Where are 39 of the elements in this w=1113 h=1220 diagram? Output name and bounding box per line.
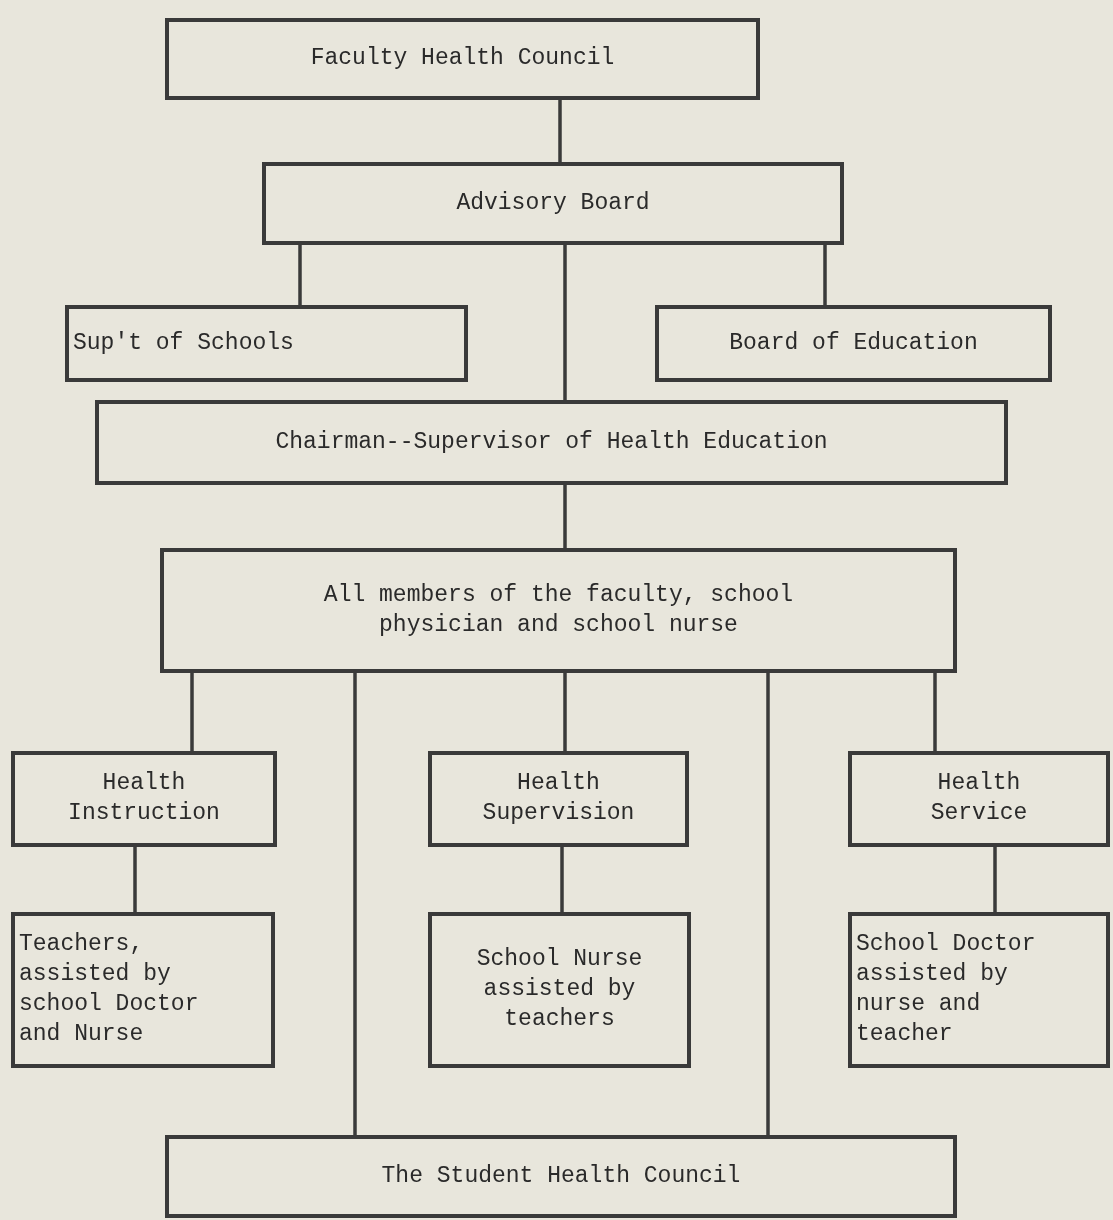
org-box xyxy=(428,751,689,847)
connector-line xyxy=(298,245,302,305)
connector-line xyxy=(133,847,137,912)
org-box xyxy=(262,162,844,245)
connector-line xyxy=(823,245,827,305)
connector-line xyxy=(190,673,194,751)
org-box xyxy=(848,912,1110,1068)
box-label: School Doctor assisted by nurse and teacher xyxy=(856,930,1037,1049)
connector-line xyxy=(563,245,567,400)
box-label: Health Supervision xyxy=(481,769,636,828)
connector-line xyxy=(558,100,562,162)
org-box xyxy=(165,1135,957,1218)
box-label: Teachers, assisted by school Doctor and Nurse xyxy=(19,930,200,1049)
connector-line xyxy=(560,847,564,912)
connector-line xyxy=(993,847,997,912)
box-label: All members of the faculty, school physician and school nurse xyxy=(322,580,795,640)
box-label: Health Service xyxy=(929,769,1029,828)
org-box xyxy=(848,751,1110,847)
box-label: Faculty Health Council xyxy=(310,44,615,74)
connector-line xyxy=(766,673,770,1135)
box-label: Sup't of Schools xyxy=(73,328,294,358)
box-label: Health Instruction xyxy=(67,769,221,828)
connector-line xyxy=(353,673,357,1135)
org-box xyxy=(165,18,760,100)
box-label: Chairman--Supervisor of Health Education xyxy=(275,427,828,457)
box-label: School Nurse assisted by teachers xyxy=(475,945,644,1034)
box-label: The Student Health Council xyxy=(381,1161,741,1191)
org-box xyxy=(11,751,277,847)
connector-line xyxy=(563,485,567,548)
connector-line xyxy=(563,673,567,751)
org-box xyxy=(65,305,468,382)
org-box xyxy=(655,305,1052,382)
org-box xyxy=(11,912,275,1068)
connector-line xyxy=(933,673,937,751)
org-box xyxy=(95,400,1008,485)
org-box xyxy=(160,548,957,673)
org-box xyxy=(428,912,691,1068)
box-label: Board of Education xyxy=(729,328,978,358)
box-label: Advisory Board xyxy=(456,188,650,218)
